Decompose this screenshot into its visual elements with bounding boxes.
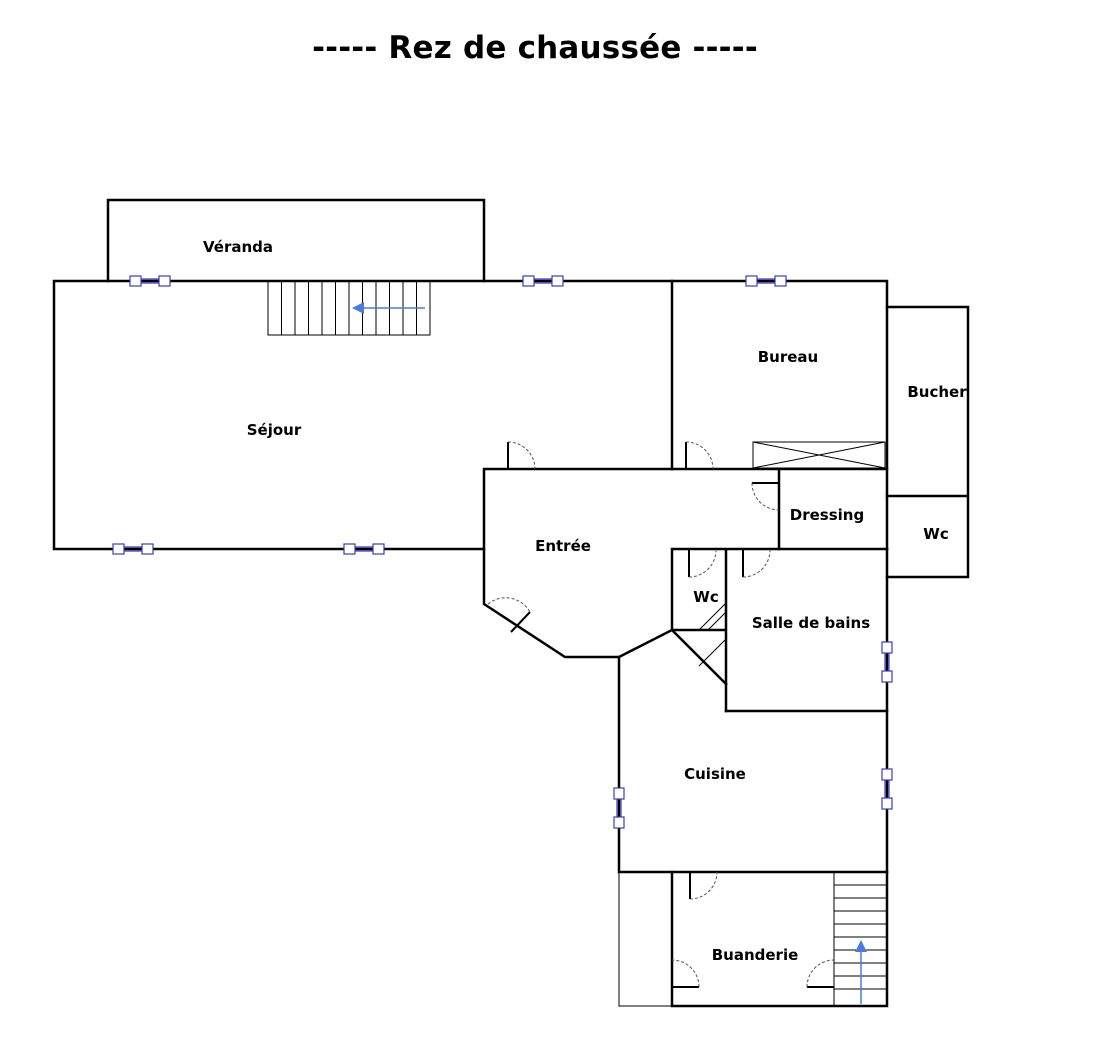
wall-cuisine bbox=[617, 655, 889, 874]
door-swing-icon bbox=[487, 597, 531, 633]
room-label-entree: Entrée bbox=[535, 537, 591, 555]
closet-cross-icon bbox=[752, 441, 886, 469]
door-swing-icon bbox=[751, 482, 780, 511]
wall-storage bbox=[670, 628, 728, 686]
room-label-cuisine: Cuisine bbox=[684, 765, 746, 783]
room-label-wc-entree: Wc bbox=[693, 588, 718, 606]
room-label-salle-de-bains: Salle de bains bbox=[752, 614, 870, 632]
room-label-wc-bucher: Wc bbox=[923, 525, 948, 543]
door-swing-icon bbox=[806, 959, 835, 988]
page-title: ----- Rez de chaussée ----- bbox=[312, 30, 758, 66]
door-swing-icon bbox=[507, 441, 536, 470]
room-label-veranda: Véranda bbox=[203, 238, 273, 256]
door-swing-icon bbox=[671, 959, 700, 988]
room-labels: Véranda Séjour Bureau Bucher Entrée Dres… bbox=[203, 238, 967, 964]
wall-buanderie bbox=[670, 870, 889, 1008]
room-label-dressing: Dressing bbox=[790, 506, 864, 524]
room-label-bucher: Bucher bbox=[907, 383, 967, 401]
window-icon bbox=[881, 641, 893, 683]
windows bbox=[112, 275, 893, 829]
door-swing-icon bbox=[689, 871, 718, 900]
door-swing-icon bbox=[742, 548, 771, 578]
doors bbox=[487, 441, 835, 988]
window-icon bbox=[613, 787, 625, 829]
wall-bureau bbox=[670, 279, 889, 551]
door-swing-icon bbox=[685, 441, 714, 470]
door-swing-icon bbox=[688, 548, 717, 578]
walls bbox=[52, 198, 970, 1008]
stair-arrow-icon bbox=[855, 940, 867, 1004]
wall-bucher bbox=[885, 305, 970, 579]
wall-veranda bbox=[106, 198, 486, 283]
window-icon bbox=[129, 275, 171, 287]
thin-lines bbox=[618, 602, 727, 1007]
window-icon bbox=[522, 275, 564, 287]
stair-arrow-icon bbox=[352, 302, 425, 314]
window-icon bbox=[112, 543, 154, 555]
room-label-buanderie: Buanderie bbox=[712, 946, 799, 964]
window-icon bbox=[343, 543, 385, 555]
room-label-bureau: Bureau bbox=[758, 348, 818, 366]
window-icon bbox=[881, 768, 893, 810]
room-label-sejour: Séjour bbox=[247, 421, 302, 439]
window-icon bbox=[745, 275, 787, 287]
